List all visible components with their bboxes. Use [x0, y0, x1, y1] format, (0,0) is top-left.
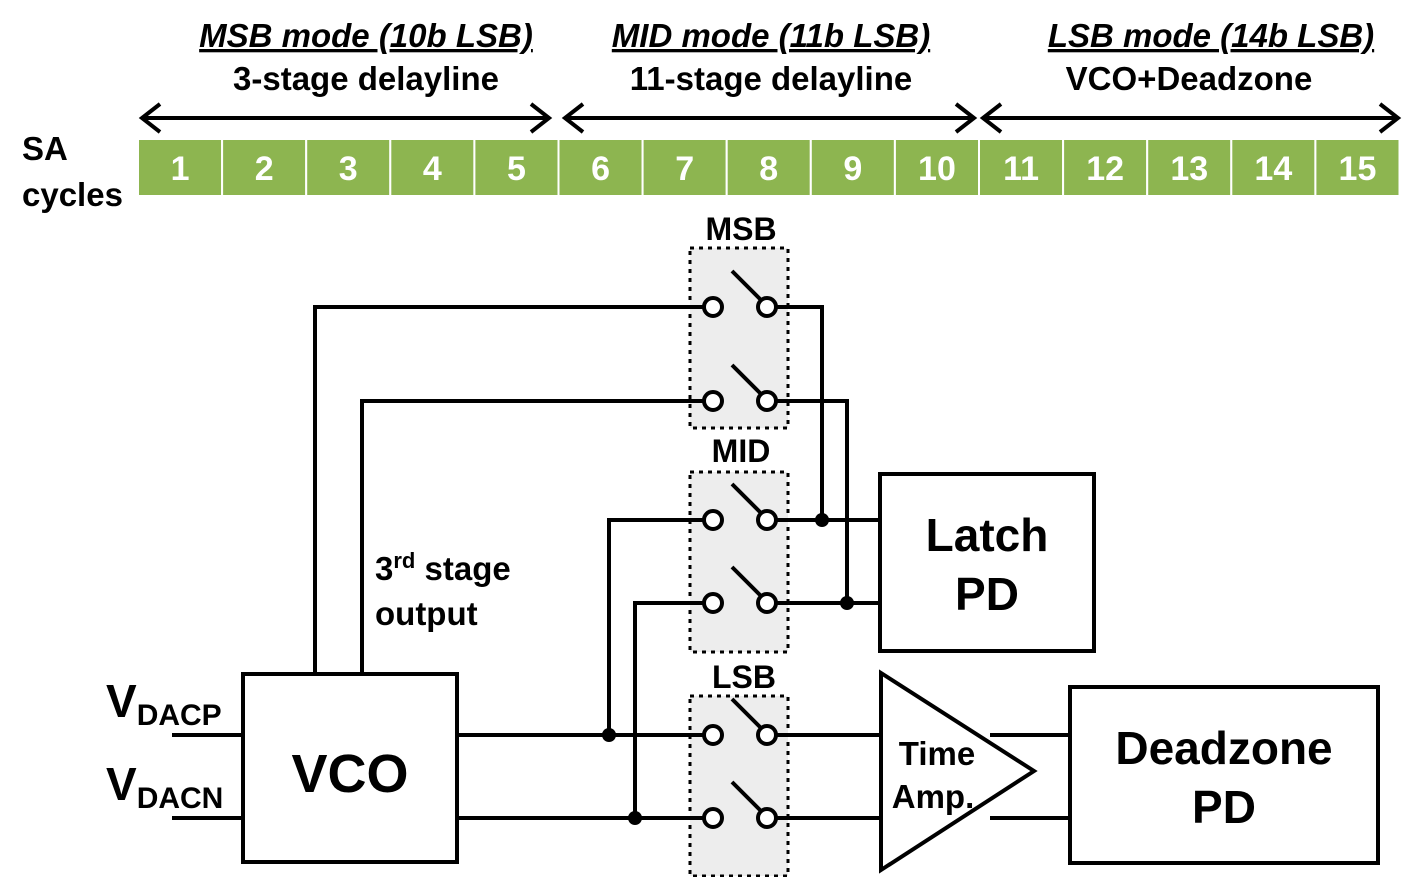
switch	[702, 565, 778, 614]
junction-dot	[602, 728, 616, 742]
stage-output-label-line2: output	[375, 595, 478, 632]
lsb-switch-group	[688, 694, 790, 877]
sa-cycle-cell	[389, 138, 476, 197]
vco-block	[241, 672, 459, 864]
vdacn-label: VDACN	[106, 758, 223, 815]
switch	[702, 363, 778, 412]
sa-cycle-cell	[1062, 138, 1149, 197]
mid-switch-group	[688, 470, 790, 654]
sa-cycle-number: 2	[255, 150, 274, 188]
cycles-label: cycles	[22, 176, 123, 213]
sa-cycle-cell	[1146, 138, 1233, 197]
switches	[702, 269, 778, 829]
sa-cycle-number: 4	[423, 150, 442, 188]
switch	[702, 697, 778, 746]
junction-dot	[628, 811, 642, 825]
lsb-mode-title: LSB mode (14b LSB)	[1048, 17, 1374, 54]
sa-label: SA	[22, 130, 68, 167]
sa-cycle-number: 11	[1003, 150, 1039, 188]
time-amp-label-line1: Time	[899, 735, 975, 772]
lsb-range-arrow	[979, 102, 1402, 134]
sa-cycle-cell	[305, 138, 392, 197]
lsb-group-label: LSB	[712, 659, 776, 695]
sa-cycle-cell	[1314, 138, 1401, 197]
sa-cycle-cell	[978, 138, 1065, 197]
msb-mode-subtitle: 3-stage delayline	[233, 60, 499, 97]
stage-output-label: 3rd stage	[375, 548, 511, 587]
time-amp-triangle	[879, 669, 1038, 874]
latch-pd-label-line2: PD	[955, 568, 1019, 620]
sa-cycle-number: 1	[171, 150, 190, 188]
mid-mode-subtitle: 11-stage delayline	[630, 60, 912, 97]
sa-cycle-number: 12	[1086, 150, 1124, 188]
sa-cycle-number: 14	[1254, 150, 1292, 188]
msb-range-arrow	[138, 102, 553, 134]
switch	[702, 780, 778, 829]
sa-cycle-cell	[1230, 138, 1317, 197]
wires	[172, 305, 1070, 820]
sa-cycle-number: 3	[339, 150, 358, 188]
sa-cycle-cell	[725, 138, 812, 197]
vdacp-label: VDACP	[106, 675, 222, 732]
sa-cycle-number: 15	[1339, 150, 1377, 188]
sa-cycle-number: 13	[1170, 150, 1208, 188]
mid-group-label: MID	[712, 433, 771, 469]
mid-range-arrow	[561, 102, 978, 134]
deadzone-pd-label-line1: Deadzone	[1115, 722, 1332, 774]
switch	[702, 269, 778, 318]
sa-cycle-number: 8	[759, 150, 778, 188]
sa-cycle-number: 10	[918, 150, 956, 188]
lsb-mode-subtitle: VCO+Deadzone	[1066, 60, 1313, 97]
sa-cycle-cell	[557, 138, 644, 197]
sa-cycle-cell	[809, 138, 896, 197]
mid-mode-title: MID mode (11b LSB)	[612, 17, 930, 54]
time-amp-label-line2: Amp.	[892, 778, 975, 815]
junction-dot	[815, 513, 829, 527]
sa-cycle-number: 7	[675, 150, 694, 188]
sa-cycle-cell	[221, 138, 308, 197]
junction-dot	[840, 596, 854, 610]
switch	[702, 482, 778, 531]
sa-cycle-cell	[893, 138, 981, 197]
sa-cycle-cell	[137, 138, 224, 197]
deadzone-pd-block	[1068, 685, 1380, 865]
latch-pd-label-line1: Latch	[926, 509, 1049, 561]
sa-cycle-number: 6	[591, 150, 610, 188]
sa-cycle-number: 5	[507, 150, 526, 188]
msb-group-label: MSB	[705, 211, 776, 247]
sa-cycle-number: 9	[843, 150, 862, 188]
sa-cycle-cell	[473, 138, 560, 197]
latch-pd-block	[878, 472, 1096, 653]
msb-mode-title: MSB mode (10b LSB)	[199, 17, 533, 54]
deadzone-pd-label-line2: PD	[1192, 781, 1256, 833]
vco-label: VCO	[291, 744, 408, 804]
